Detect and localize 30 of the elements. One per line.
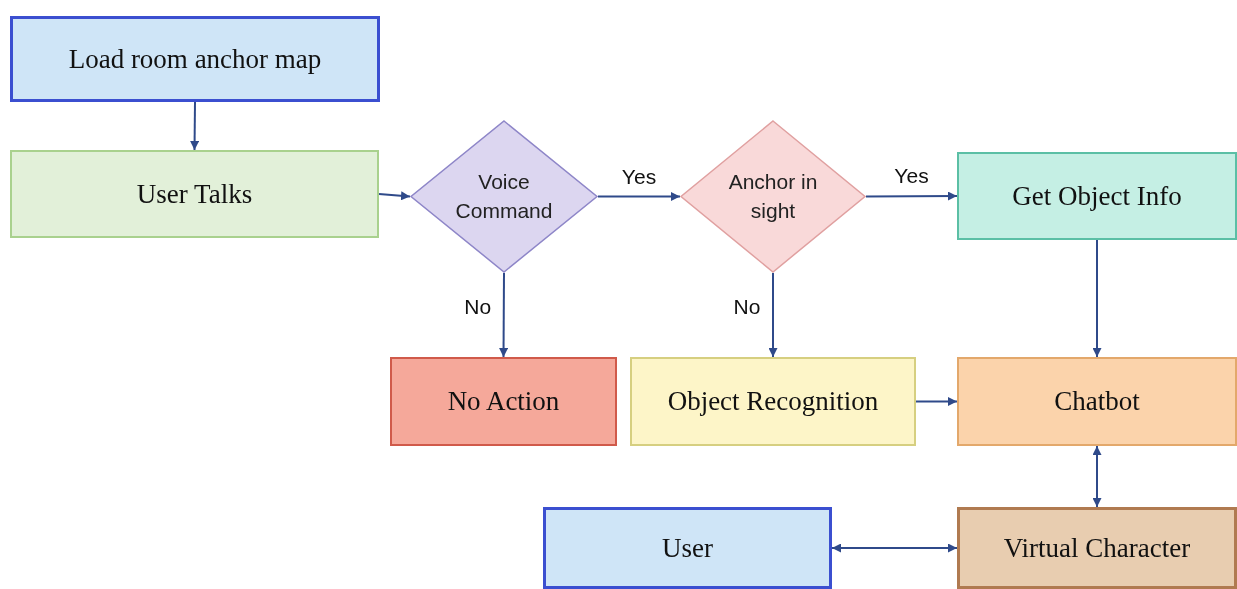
arrow — [768, 272, 778, 358]
arrow — [1092, 445, 1102, 508]
process-box — [390, 357, 617, 446]
decision-diamond — [410, 120, 598, 273]
node-label: Virtual Character — [1003, 532, 1191, 564]
process-box — [10, 150, 379, 238]
process-box — [543, 507, 832, 589]
node-label: Voice Command — [454, 169, 554, 224]
node-label: Chatbot — [1054, 386, 1140, 417]
arrow — [915, 397, 958, 406]
node-label: User Talks — [136, 178, 253, 210]
arrow — [865, 191, 958, 201]
process-box — [10, 16, 380, 102]
node-label: Object Recognition — [667, 386, 879, 417]
arrow — [831, 543, 958, 553]
arrow — [1092, 239, 1102, 358]
node-label: Load room anchor map — [68, 43, 322, 75]
process-box — [957, 357, 1237, 446]
node-label: User — [662, 532, 713, 564]
process-box — [630, 357, 916, 446]
arrow — [190, 101, 200, 151]
arrow — [378, 191, 411, 201]
node-label: Anchor in sight — [727, 169, 819, 224]
arrow — [499, 272, 509, 358]
node-label: Get Object Info — [1012, 180, 1182, 212]
node-label: No Action — [447, 386, 560, 417]
process-box — [957, 152, 1237, 240]
arrow — [597, 192, 681, 201]
decision-diamond — [680, 120, 866, 273]
process-box — [957, 507, 1237, 589]
